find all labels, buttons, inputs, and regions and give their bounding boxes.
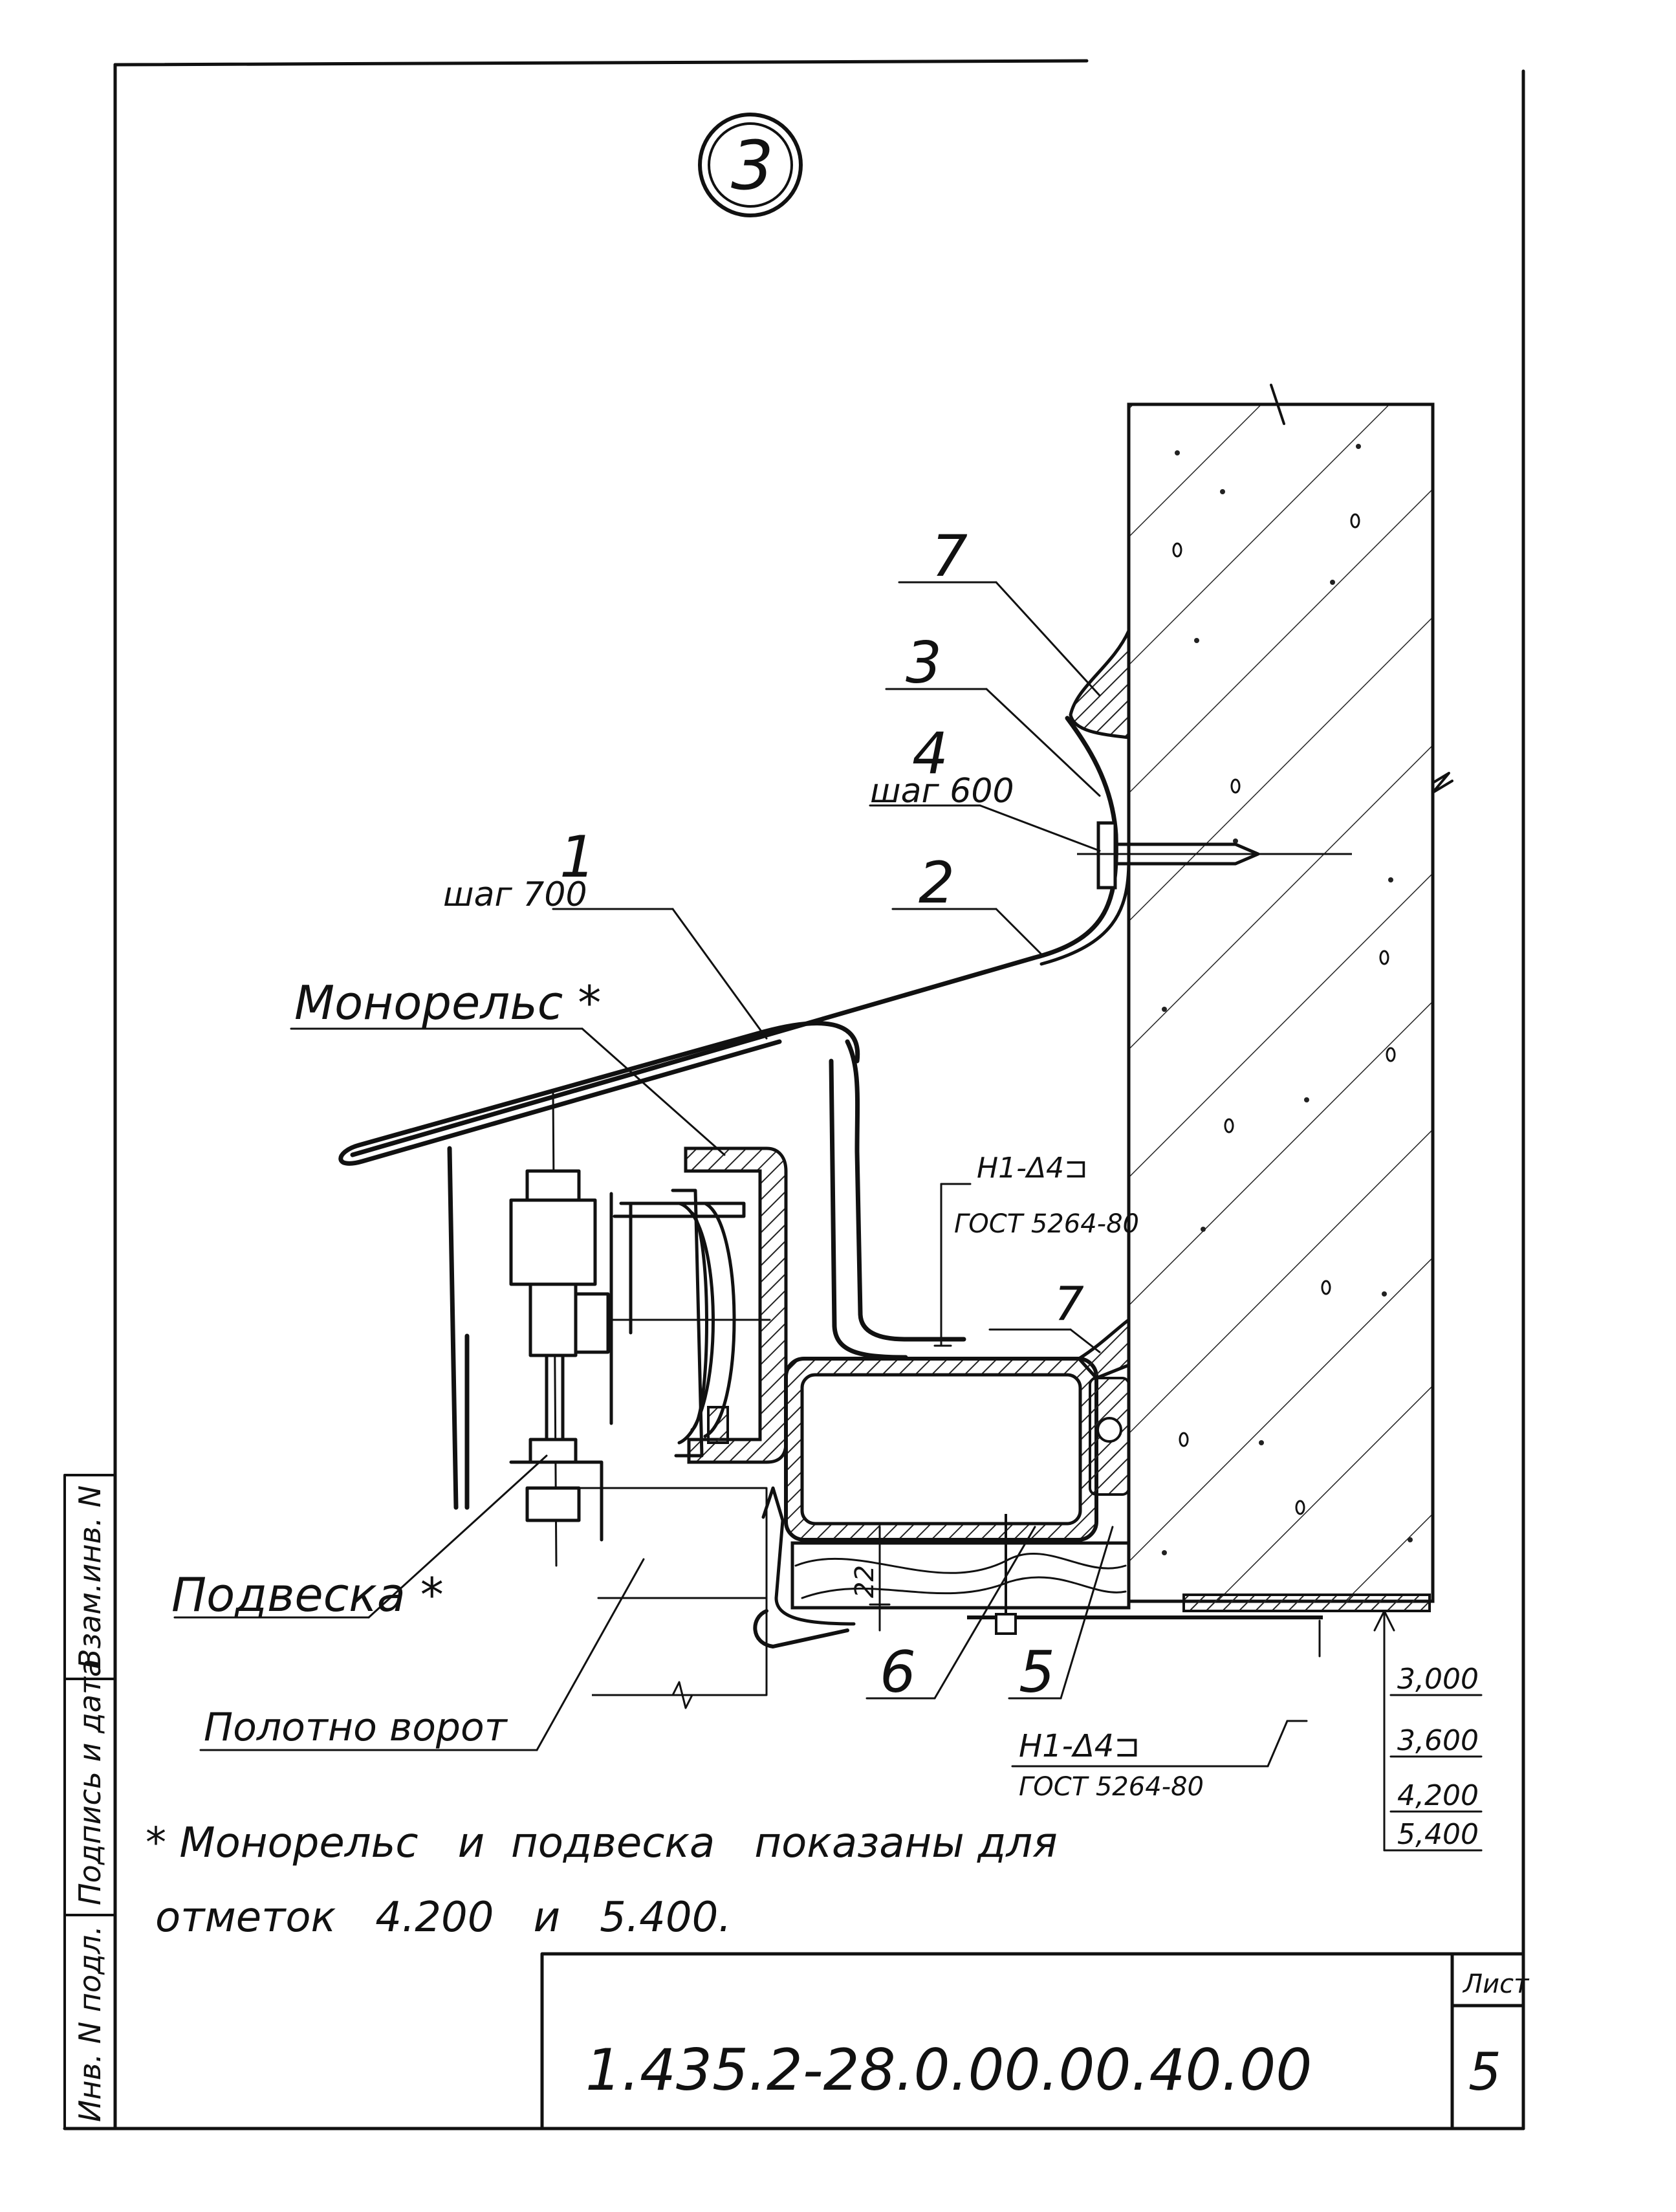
- callout-2: 2: [919, 849, 955, 916]
- suspension-bolt: [509, 1092, 768, 1696]
- detail-marker: 3: [698, 113, 803, 217]
- bottom-seal: [592, 1486, 1431, 1709]
- concrete-wall: [1127, 384, 1453, 1603]
- side-stamp: [63, 1474, 116, 2130]
- title-block: [540, 1952, 1525, 2130]
- document-code: 1.435.2-28.0.00.00.40.00: [585, 2037, 1312, 2103]
- weld-note-bottom-1: Н1-Δ4⊐: [1019, 1728, 1140, 1764]
- detail-number: 3: [731, 126, 774, 205]
- elevation-underlines: [1389, 1694, 1483, 1852]
- suspension-label: Подвеска *: [171, 1568, 444, 1622]
- callout-7-bottom: 7: [1054, 1276, 1084, 1331]
- stamp-cell-top: Взам.инв. N: [72, 1485, 107, 1669]
- dimension-22: [869, 1526, 891, 1632]
- callout-1: 1: [560, 824, 596, 890]
- callout-4-note: шаг 600: [870, 772, 1014, 811]
- elevation-1: 3,000: [1397, 1663, 1479, 1696]
- flashing-assembly: [350, 630, 1352, 1157]
- leader-lines: [173, 581, 1483, 1852]
- sheet-number: 5: [1468, 2042, 1501, 2102]
- footnote-line-2: отметок 4.200 и 5.400.: [155, 1894, 732, 1942]
- bracket-1: [338, 1021, 966, 1510]
- trolley: [581, 1188, 771, 1458]
- weld-note-top-1: Н1-Δ4⊐: [977, 1152, 1088, 1185]
- footnote-line-1: * Монорельс и подвеска показаны для: [146, 1819, 1058, 1867]
- callout-3: 3: [906, 630, 942, 696]
- rectangular-tube: [784, 1316, 1131, 1542]
- elevation-4: 5,400: [1397, 1818, 1479, 1851]
- sheet-label: Лист: [1462, 1969, 1530, 1999]
- stamp-cell-mid: Подпись и дата: [72, 1659, 107, 1905]
- dim-22-label: 22: [850, 1565, 880, 1598]
- monorail-label: Монорельс *: [294, 976, 601, 1030]
- gate-leaf-label: Полотно ворот: [204, 1705, 508, 1750]
- callout-4: 4: [912, 720, 948, 787]
- stamp-cell-bottom: Инв. N подл.: [72, 1925, 107, 2122]
- elevation-2: 3,600: [1397, 1724, 1479, 1757]
- callout-5: 5: [1019, 1639, 1055, 1705]
- elevation-3: 4,200: [1397, 1779, 1479, 1812]
- callout-1-note: шаг 700: [443, 875, 587, 914]
- callout-6: 6: [880, 1639, 916, 1705]
- callout-7-top: 7: [931, 523, 968, 589]
- weld-note-bottom-2: ГОСТ 5264-80: [1019, 1772, 1204, 1802]
- weld-note-top-2: ГОСТ 5264-80: [954, 1209, 1139, 1239]
